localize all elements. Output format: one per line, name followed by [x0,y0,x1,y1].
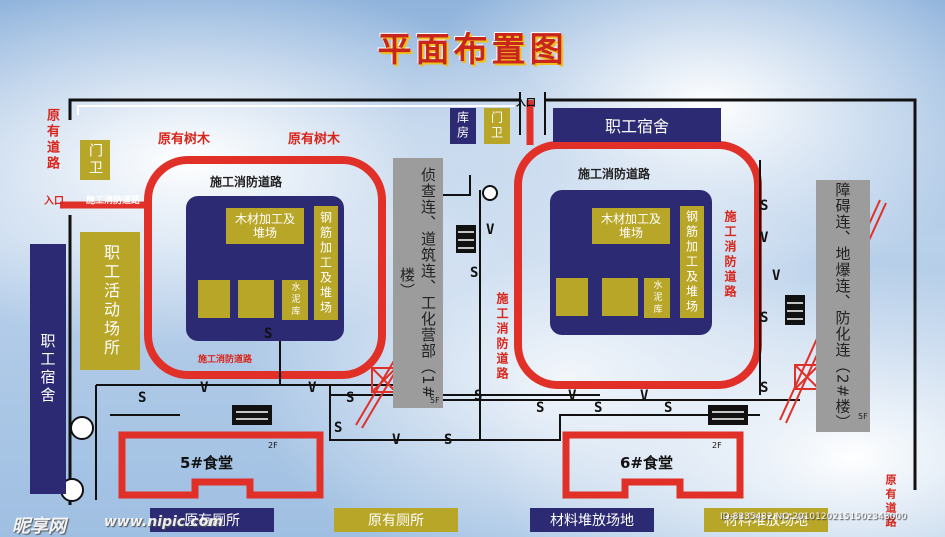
staff-activity-area: 职工活动场所 [80,232,140,370]
pipe-marker-s: S [594,400,603,416]
storage-room-label: 库房 [455,111,470,141]
rebar-yard-left-label: 钢筋加工及堆场 [318,210,333,316]
staff-dorm-left: 职工宿舍 [30,244,66,494]
pipe-marker-v: V [392,432,401,448]
existing-toilet-2: 原有厕所 [334,508,458,532]
gate-center-label: 门卫 [489,111,504,141]
existing-toilet-1: 原有厕所 [150,508,274,532]
fire-road-label-right-side: 施工消防道路 [723,210,737,300]
fire-road-label-right-top: 施工消防道路 [578,167,651,181]
fire-road-label-center: 施工消防道路 [495,292,509,382]
wood-yard-right: 木材加工及堆场 [592,208,670,244]
cement-store-left: 水泥库 [282,280,308,320]
pipe-marker-v: V [640,388,649,404]
pipe-marker-v: V [568,388,577,404]
canteen-6-floors: 2F [712,441,722,450]
pipe-marker-s: S [664,400,673,416]
gate-center: 门卫 [484,108,510,144]
wood-yard-right-label: 木材加工及堆场 [600,212,661,240]
camp-building-1: 侦查连、道筑连、工化营部（1#楼） [393,158,443,408]
camp-building-2: 障碍连、地爆连、防化连（2#楼） [816,180,870,432]
staff-dorm-left-label: 职工宿舍 [38,333,57,405]
canteen-5-label: 5#食堂 [180,454,234,472]
pipe-marker-v: V [486,222,495,238]
staff-activity-label: 职工活动场所 [101,244,120,358]
existing-road-label-left: 原有道路 [44,108,59,172]
pipe-marker-s: S [474,388,483,404]
staff-dorm-top: 职工宿舍 [553,108,721,142]
pipe-marker-s: S [760,198,769,214]
cement-store-right: 水泥库 [644,278,670,318]
pipe-marker-s: S [346,390,355,406]
sand-pile-left-2 [238,280,274,318]
existing-trees-label-2: 原有树木 [288,132,341,147]
rebar-yard-right: 钢筋加工及堆场 [680,206,704,318]
pipe-marker-s: S [334,420,343,436]
canteen-6-label: 6#食堂 [620,454,674,472]
sand-pile-left-1 [198,280,230,318]
material-yard-2: 材料堆放场地 [704,508,828,532]
material-yard-2-label: 材料堆放场地 [724,513,808,529]
cement-store-left-label: 水泥库 [289,282,300,318]
storage-room: 库房 [450,108,476,144]
pipe-marker-v: V [760,230,769,246]
material-yard-1: 材料堆放场地 [530,508,654,532]
pipe-marker-v: V [772,268,781,284]
pipe-marker-s: S [536,400,545,416]
entrance-label-left: 入口 [44,196,64,207]
gate-left-label: 门卫 [87,143,103,177]
sand-pile-right-2 [602,278,638,316]
canteen-5-floors: 2F [268,441,278,450]
wood-yard-left: 木材加工及堆场 [226,208,304,244]
watermark-logo: 昵享网 [12,516,66,537]
fire-road-label-left-bottom: 施工消防道路 [198,355,253,365]
camp-building-2-label: 障碍连、地爆连、防化连（2#楼） [833,181,852,431]
camp-building-2-floors: 5F [858,412,868,421]
camp-building-1-floors: 5F [430,396,440,405]
pipe-marker-s: S [264,326,273,342]
existing-toilet-1-label: 原有厕所 [184,513,240,529]
entrance-label-center: 入口 [516,98,536,109]
cement-store-right-label: 水泥库 [651,280,662,316]
staff-dorm-top-label: 职工宿舍 [604,117,669,136]
sand-pile-right-1 [556,278,588,316]
rebar-yard-left: 钢筋加工及堆场 [314,206,338,320]
existing-road-label-right: 原有道路 [884,474,897,530]
material-yard-1-label: 材料堆放场地 [550,513,634,529]
page-title: 平面布置图 [377,30,568,70]
watermark-site: www.nipic.com [104,514,223,530]
fire-road-label-left-top: 施工消防道路 [210,175,283,189]
pipe-marker-s: S [760,380,769,396]
pipe-marker-s: S [138,390,147,406]
pipe-marker-v: V [308,380,317,396]
fire-road-label-entrance: 施工消防道路 [86,196,141,206]
existing-trees-label-1: 原有树木 [158,132,211,147]
pipe-marker-s: S [444,432,453,448]
gate-left: 门卫 [80,140,110,180]
wood-yard-left-label: 木材加工及堆场 [234,212,295,240]
pipe-marker-s: S [760,310,769,326]
pipe-marker-v: V [200,380,209,396]
existing-toilet-2-label: 原有厕所 [368,513,424,529]
pipe-marker-s: S [470,265,479,281]
rebar-yard-right-label: 钢筋加工及堆场 [684,209,699,315]
watermark-id: ID:8335432 NO:20101202151502343000 [720,512,907,522]
camp-building-1-label: 侦查连、道筑连、工化营部（1#楼） [398,166,437,400]
